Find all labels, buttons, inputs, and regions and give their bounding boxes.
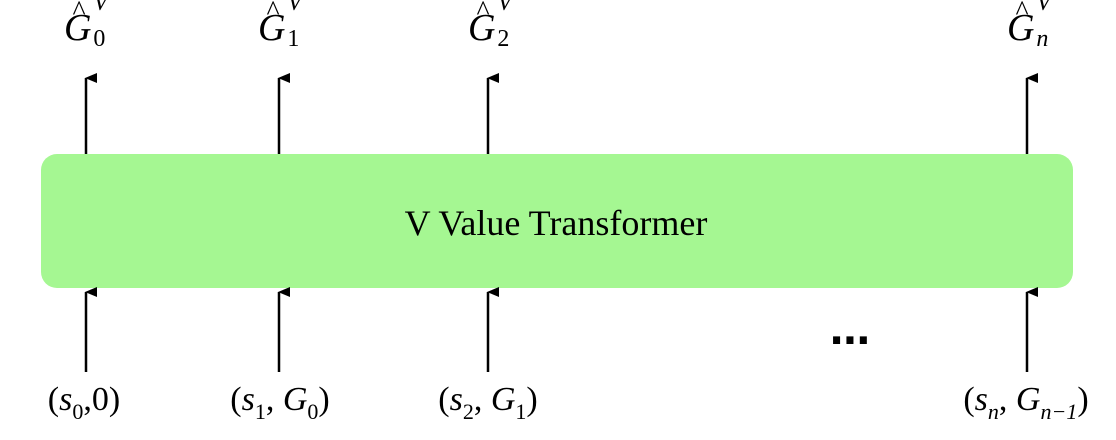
hat-accent: ^	[266, 0, 280, 27]
paren-close: )	[318, 381, 330, 418]
output-symbol: G	[63, 7, 92, 49]
input-return: G	[282, 381, 308, 418]
input-state-subscript: 2	[462, 399, 474, 424]
input-return-subscript: 1	[515, 399, 527, 424]
input-label-n: (sn, Gn−1)	[963, 381, 1089, 424]
output-symbol: G	[257, 7, 286, 49]
output-superscript: V	[93, 0, 109, 17]
paren-open: (	[438, 381, 450, 418]
output-subscript: 0	[93, 26, 106, 53]
ellipsis: ⋯	[830, 318, 874, 364]
input-label-0: (s0,0)	[47, 381, 121, 424]
input-return: G	[1015, 381, 1041, 418]
paren-open: (	[47, 381, 60, 418]
input-state: s	[449, 381, 463, 418]
input-return-subscript: 0	[307, 399, 319, 424]
output-superscript: V	[287, 0, 303, 17]
separator: ,	[998, 381, 1016, 418]
transformer-box	[41, 154, 1073, 288]
hat-accent: ^	[72, 0, 86, 27]
output-superscript: V	[497, 0, 513, 17]
transformer-label: V Value Transformer	[404, 203, 708, 243]
input-state: s	[59, 381, 73, 418]
paren-close: )	[526, 381, 538, 418]
output-subscript: n	[1036, 26, 1049, 53]
input-state-subscript: 0	[72, 399, 84, 424]
input-state-subscript: 1	[254, 399, 266, 424]
input-state-subscript: n	[987, 399, 999, 424]
paren-open: (	[230, 381, 242, 418]
separator: ,	[473, 381, 491, 418]
output-symbol: G	[467, 7, 496, 49]
input-state: s	[241, 381, 255, 418]
hat-accent: ^	[476, 0, 490, 27]
separator: ,	[265, 381, 283, 418]
input-return-subscript: n−1	[1040, 399, 1078, 424]
hat-accent: ^	[1015, 0, 1029, 27]
output-superscript: V	[1036, 0, 1052, 17]
output-symbol: G	[1006, 7, 1035, 49]
input-return: G	[490, 381, 516, 418]
output-subscript: 2	[497, 26, 510, 53]
separator: ,	[83, 381, 92, 418]
paren-close: )	[108, 381, 121, 418]
input-state: s	[974, 381, 988, 418]
paren-open: (	[963, 381, 975, 418]
input-label-1: (s1, G0)	[230, 381, 330, 424]
paren-close: )	[1077, 381, 1089, 418]
output-subscript: 1	[287, 26, 300, 53]
input-label-2: (s2, G1)	[438, 381, 538, 424]
input-return: 0	[91, 381, 109, 418]
